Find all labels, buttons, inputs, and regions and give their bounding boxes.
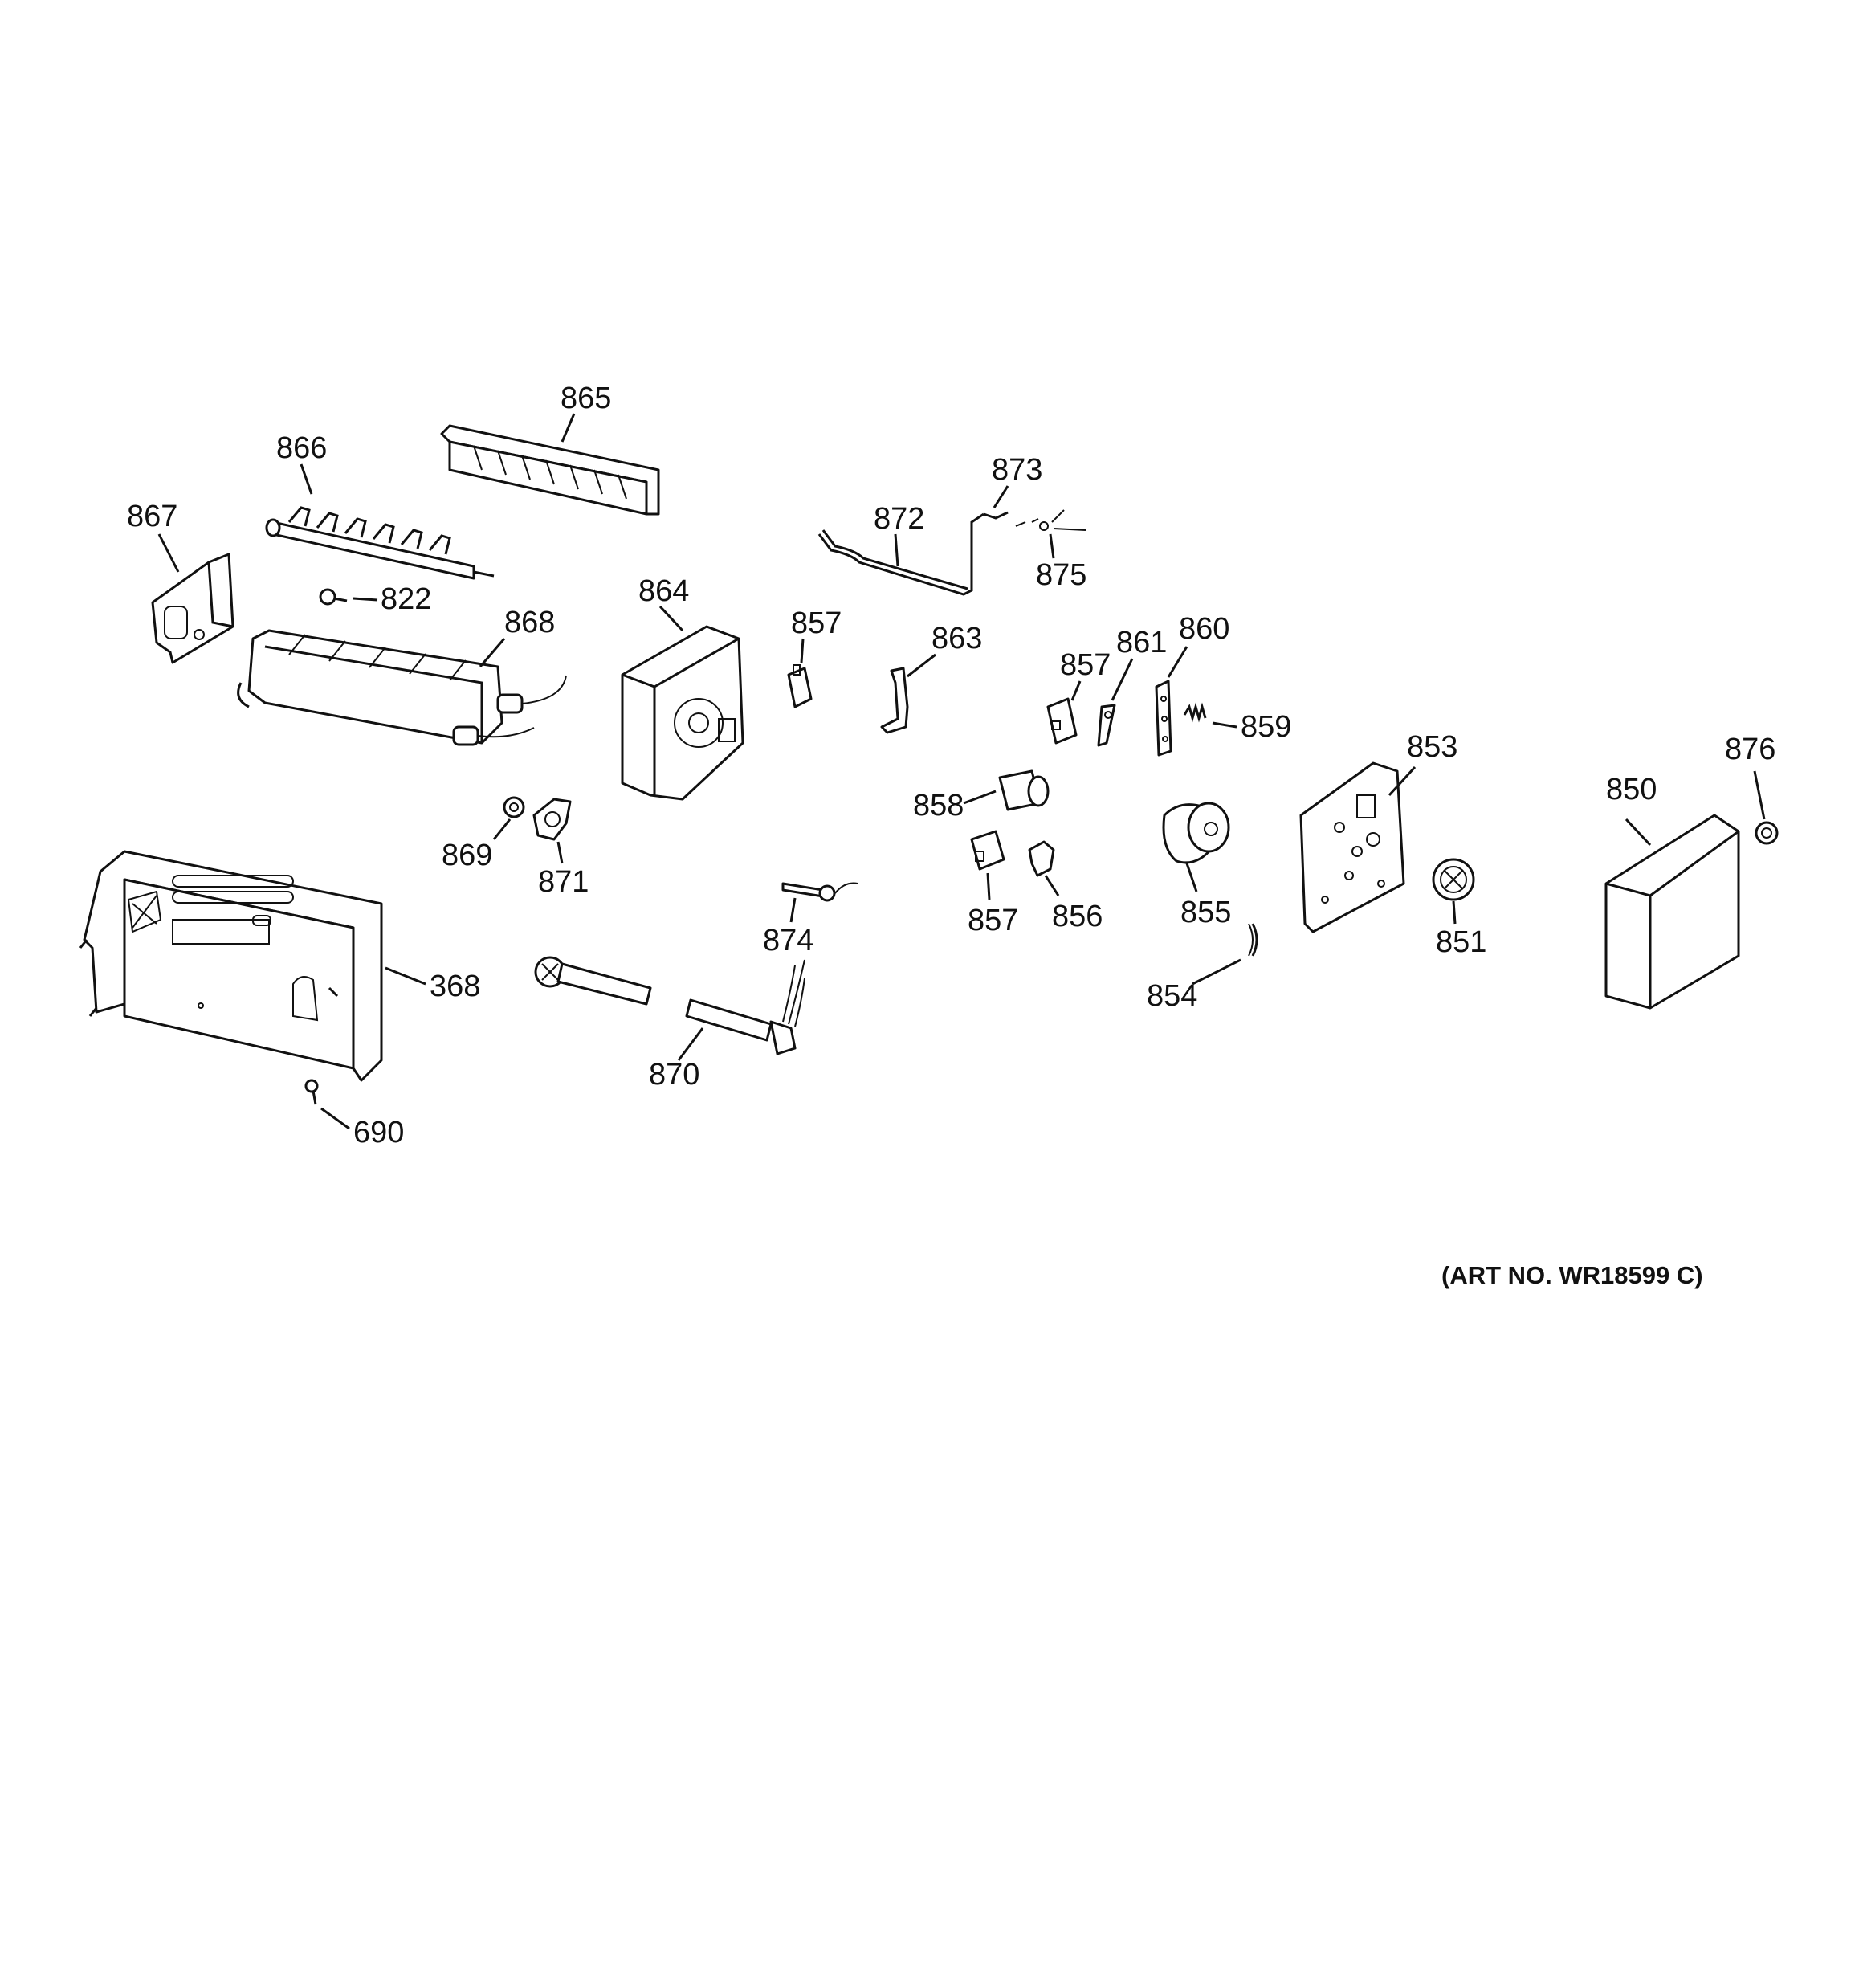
part-851-gear [1432, 858, 1475, 901]
leader-368 [385, 966, 426, 986]
part-867-bracket [151, 553, 234, 664]
part-368-support [79, 850, 383, 1082]
leader-871 [556, 841, 564, 864]
leader-853 [1388, 765, 1417, 797]
label-864: 864 [638, 574, 689, 608]
part-853-plate [1299, 761, 1405, 933]
leader-690 [320, 1107, 350, 1130]
label-857b: 857 [1060, 648, 1111, 682]
label-861: 861 [1116, 626, 1167, 659]
part-863-lever [880, 667, 909, 734]
label-851: 851 [1436, 925, 1486, 959]
leader-869 [492, 818, 512, 840]
leader-867 [157, 533, 180, 573]
label-865: 865 [561, 382, 611, 415]
leader-872 [894, 533, 899, 567]
leader-851 [1452, 900, 1457, 925]
leader-855 [1185, 863, 1198, 892]
part-870-fill-tube [534, 956, 805, 1055]
label-868: 868 [504, 606, 555, 639]
label-875: 875 [1036, 558, 1086, 592]
label-853: 853 [1407, 730, 1457, 764]
part-866-ejector [265, 506, 495, 580]
label-857a: 857 [791, 606, 842, 640]
part-822-screw [319, 588, 348, 606]
leader-860 [1167, 646, 1188, 678]
leader-854 [1192, 958, 1241, 986]
leader-857c [986, 872, 991, 900]
leader-857b [1070, 680, 1082, 701]
label-859: 859 [1241, 710, 1291, 744]
part-876-nut [1755, 821, 1779, 845]
label-863: 863 [932, 622, 982, 655]
part-850-cover [1604, 814, 1740, 1010]
part-855-motor [1162, 802, 1230, 864]
label-869: 869 [442, 839, 492, 872]
part-872-shutoff-arm [817, 511, 1009, 596]
label-855: 855 [1180, 896, 1231, 929]
part-868-mold [237, 629, 567, 746]
part-864-housing [621, 625, 744, 801]
part-861-cam [1097, 704, 1116, 747]
leader-866 [300, 463, 313, 495]
art-number: (ART NO. WR18599 C) [1441, 1261, 1703, 1289]
part-860-bracket [1155, 680, 1172, 757]
leader-850 [1625, 818, 1652, 847]
leader-875 [1049, 533, 1055, 559]
leader-873 [993, 485, 1009, 508]
label-867: 867 [127, 500, 177, 533]
leader-856 [1044, 875, 1060, 896]
label-874: 874 [763, 924, 813, 957]
leader-863 [907, 653, 936, 678]
leader-865 [561, 413, 576, 443]
label-873: 873 [992, 453, 1042, 487]
part-857-switch-b [1046, 697, 1078, 745]
label-871: 871 [538, 865, 589, 899]
part-859-spring [1183, 702, 1207, 723]
label-368: 368 [430, 970, 480, 1003]
leader-858 [963, 790, 997, 805]
leader-868 [479, 638, 506, 667]
label-856: 856 [1052, 900, 1103, 933]
leader-864 [658, 605, 684, 632]
label-876: 876 [1725, 733, 1775, 766]
part-858-thermostat [998, 769, 1050, 811]
leader-876 [1753, 770, 1766, 820]
label-872: 872 [874, 502, 924, 536]
leader-859 [1212, 721, 1237, 729]
part-856-clip [1028, 840, 1055, 877]
part-875-spring [1015, 509, 1086, 531]
label-858: 858 [913, 789, 964, 823]
part-857-switch-a [787, 664, 813, 708]
label-870: 870 [649, 1058, 699, 1092]
part-854-spacer [1248, 923, 1258, 957]
label-857c: 857 [968, 904, 1018, 937]
leader-874 [789, 897, 797, 923]
part-871-gasket [532, 798, 572, 841]
leader-861 [1111, 658, 1134, 701]
label-860: 860 [1179, 612, 1229, 646]
part-874-screw [781, 882, 858, 902]
leader-822 [353, 597, 378, 602]
part-869-grommet [503, 796, 525, 818]
label-866: 866 [276, 431, 327, 465]
part-857-switch-c [970, 830, 1005, 871]
leader-870 [677, 1027, 704, 1061]
label-850: 850 [1606, 773, 1657, 806]
label-854: 854 [1147, 979, 1197, 1013]
part-865-stripper [440, 424, 660, 516]
label-690: 690 [353, 1116, 404, 1149]
part-690-screw [304, 1079, 319, 1105]
label-822: 822 [381, 582, 431, 616]
leader-857a [800, 638, 805, 663]
